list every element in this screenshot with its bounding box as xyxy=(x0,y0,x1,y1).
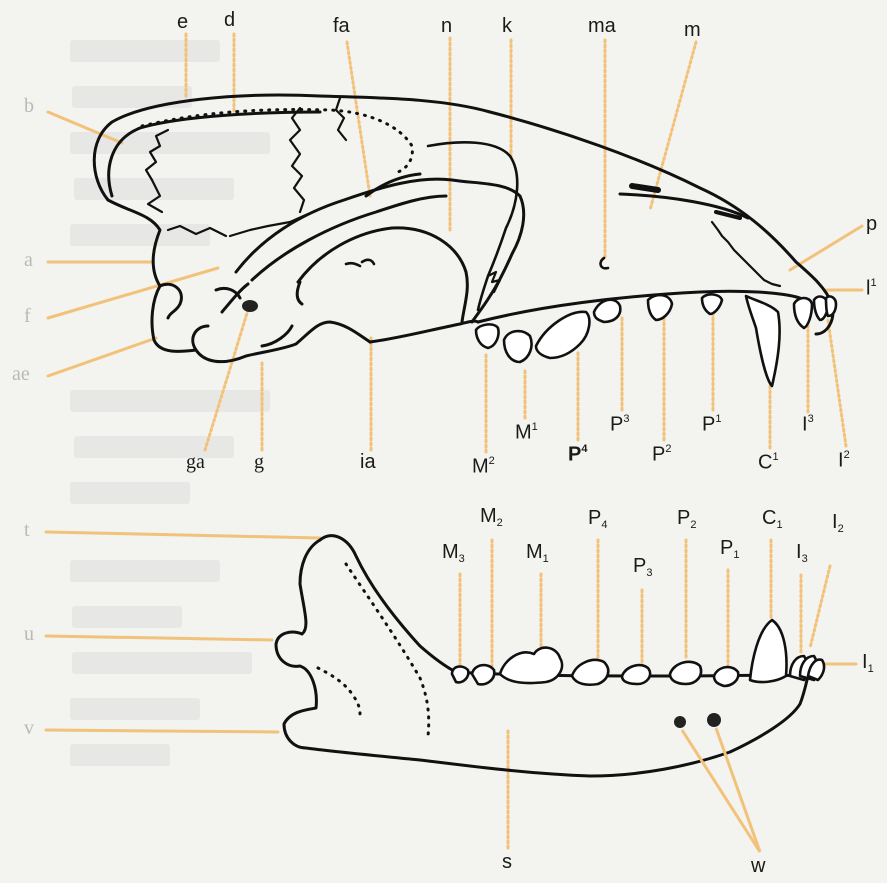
tooth-P_1 xyxy=(714,667,738,686)
leader-line-I_2 xyxy=(810,566,830,648)
label-l1: l1 xyxy=(866,278,877,298)
label-C1: C1 xyxy=(758,452,779,472)
tooth-M2 xyxy=(476,324,499,348)
tooth-P1 xyxy=(702,294,722,314)
leader-line-ga xyxy=(205,310,248,450)
label-M_3: M3 xyxy=(442,542,465,565)
leader-line-t xyxy=(46,532,320,538)
label-m: m xyxy=(684,20,701,40)
auditory-meatus xyxy=(242,300,258,312)
label-M_2: M2 xyxy=(480,506,503,529)
leader-line-m xyxy=(650,42,696,210)
label-g: g xyxy=(254,452,264,472)
mental-foramen-posterior xyxy=(674,716,686,728)
tooth-P_4 xyxy=(572,660,608,685)
label-ae: ae xyxy=(12,364,30,384)
tooth-C_1 xyxy=(750,620,786,682)
label-ga: ga xyxy=(186,452,205,472)
leader-line-u xyxy=(46,636,272,640)
masseteric-ridge-dots xyxy=(346,564,429,736)
tooth-P_2 xyxy=(670,662,701,684)
label-fa: fa xyxy=(333,16,350,36)
label-ia: ia xyxy=(360,452,376,472)
label-e: e xyxy=(177,12,188,32)
leader-line-p xyxy=(790,226,862,270)
label-M2: M2 xyxy=(472,456,495,476)
label-P_1: P1 xyxy=(720,538,739,561)
upper-teeth xyxy=(476,294,836,386)
coronoid-ridge-dots xyxy=(318,668,360,714)
label-P_2: P2 xyxy=(677,508,696,531)
cranium-outline xyxy=(94,95,833,362)
label-f: f xyxy=(24,306,31,326)
label-M_1: M1 xyxy=(526,542,549,565)
leader-line-I2 xyxy=(828,320,846,446)
tooth-M_2 xyxy=(472,665,494,684)
label-P2: P2 xyxy=(652,444,671,464)
mental-foramen-anterior xyxy=(707,713,721,727)
label-a: a xyxy=(24,250,33,270)
leader-line-v xyxy=(46,730,278,732)
tooth-P_3 xyxy=(622,665,650,684)
label-v: v xyxy=(24,718,34,738)
label-I2: I2 xyxy=(838,450,850,470)
tooth-M1 xyxy=(504,331,532,362)
label-t: t xyxy=(24,520,30,540)
leader-lines-w xyxy=(682,728,760,852)
label-P1: P1 xyxy=(702,414,721,434)
leader-lines-upper xyxy=(48,34,862,452)
label-ma: ma xyxy=(588,16,616,36)
tooth-M_3 xyxy=(452,667,468,683)
label-I3: I3 xyxy=(802,414,814,434)
label-P3: P3 xyxy=(610,414,629,434)
leader-line-b xyxy=(48,112,122,143)
label-d: d xyxy=(224,10,235,30)
leader-line-ae xyxy=(48,338,156,376)
label-w: w xyxy=(751,856,765,876)
label-I_3: I3 xyxy=(796,542,808,565)
tooth-P2 xyxy=(648,295,672,320)
label-I_2: I2 xyxy=(832,512,844,535)
label-n: n xyxy=(441,16,452,36)
tooth-I3 xyxy=(794,298,812,328)
label-P4: P4 xyxy=(568,444,587,464)
leader-lines-lower xyxy=(46,532,856,848)
label-P_3: P3 xyxy=(633,556,652,579)
leader-line-f xyxy=(48,268,218,318)
label-k: k xyxy=(502,16,512,36)
tooth-M_1 xyxy=(500,648,562,683)
label-b: b xyxy=(24,96,34,116)
label-M1: M1 xyxy=(515,422,538,442)
tooth-C1 xyxy=(746,296,780,386)
tooth-P3 xyxy=(594,300,620,322)
tooth-P4 xyxy=(536,312,589,358)
label-P_4: P4 xyxy=(588,508,607,531)
lower-teeth xyxy=(452,620,824,686)
label-I_1: I1 xyxy=(862,652,874,675)
leader-line-fa xyxy=(347,42,370,196)
label-s: s xyxy=(502,852,512,872)
label-C_1: C1 xyxy=(762,508,783,531)
label-p: p xyxy=(866,214,877,234)
tooth-I1 xyxy=(826,296,836,316)
label-u: u xyxy=(24,624,34,644)
